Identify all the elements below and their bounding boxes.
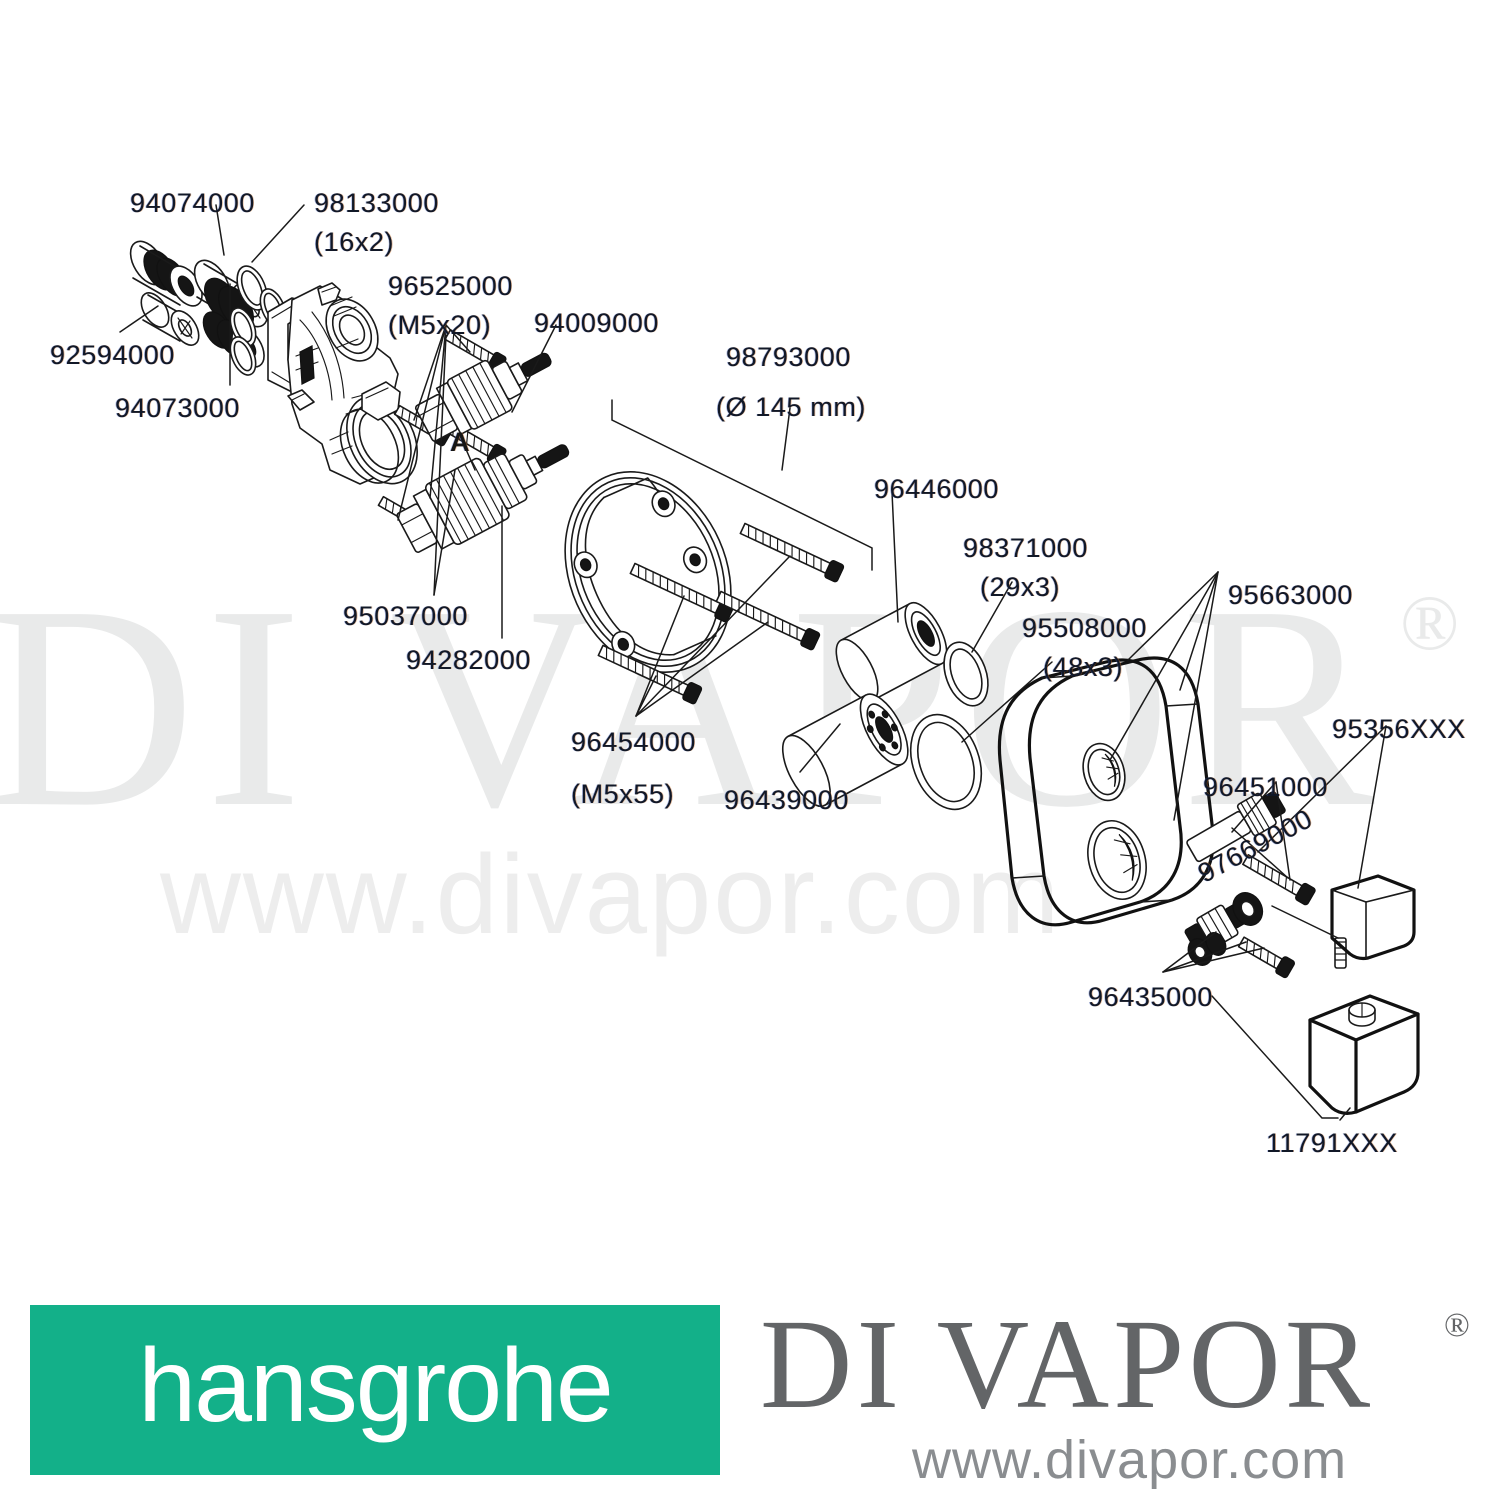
part-label-16x2: (16x2) bbox=[314, 227, 395, 257]
part-label-96446000: 96446000 bbox=[874, 474, 999, 504]
part-label-29x3: (29x3) bbox=[980, 572, 1061, 602]
hansgrohe-logo-text: hansgrohe bbox=[138, 1328, 614, 1444]
part-96435000-screw bbox=[1237, 936, 1295, 979]
part-label-98371000: 98371000 bbox=[963, 533, 1088, 563]
part-label-95356xxx: 95356XXX bbox=[1332, 714, 1466, 744]
part-label-a: A bbox=[450, 427, 471, 457]
watermark-registered-icon: ® bbox=[1400, 579, 1460, 666]
part-label-94073000: 94073000 bbox=[115, 393, 240, 423]
part-label-98793000: 98793000 bbox=[726, 342, 851, 372]
watermark-url: www.divapor.com bbox=[160, 832, 1062, 957]
hansgrohe-logo: hansgrohe bbox=[30, 1305, 720, 1475]
part-95356xxx-cap bbox=[1330, 874, 1416, 961]
part-96454000-long-screws bbox=[597, 522, 845, 705]
part-92594000-filter bbox=[140, 292, 200, 346]
part-label-96454000: 96454000 bbox=[571, 727, 696, 757]
part-label-96451000: 96451000 bbox=[1203, 772, 1328, 802]
part-96439000-sleeve bbox=[781, 693, 909, 807]
footer-branding-bar: hansgrohe DI VAPOR ® www.divapor.com bbox=[0, 1285, 1500, 1500]
part-label-95663000: 95663000 bbox=[1228, 580, 1353, 610]
part-label-96525000: 96525000 bbox=[388, 271, 513, 301]
divapor-logo-text: DI VAPOR bbox=[760, 1293, 1375, 1435]
part-95508000-oring bbox=[909, 713, 983, 811]
part-11791xxx-handle bbox=[1308, 994, 1420, 1115]
part-label-94074000: 94074000 bbox=[130, 188, 255, 218]
leader-lines bbox=[119, 204, 1387, 1121]
part-label-145mm: (Ø 145 mm) bbox=[716, 392, 867, 422]
part-label-98133000: 98133000 bbox=[314, 188, 439, 218]
part-label-m5x55: (M5x55) bbox=[571, 779, 675, 809]
part-96451000-screw-upper bbox=[1242, 854, 1316, 906]
part-95356xxx-grubscrew bbox=[1334, 937, 1347, 969]
part-label-96435000: 96435000 bbox=[1088, 982, 1213, 1012]
part-96446000-sleeve bbox=[835, 601, 948, 702]
part-98371000-oring bbox=[943, 641, 989, 707]
part-label-48x3: (48x3) bbox=[1043, 652, 1124, 682]
divapor-url: www.divapor.com bbox=[912, 1430, 1348, 1490]
part-95663000-escutcheon bbox=[997, 656, 1215, 927]
part-94074000-checkvalve-upper bbox=[129, 240, 203, 307]
part-label-m5x20: (M5x20) bbox=[388, 310, 492, 340]
part-valve-body bbox=[267, 282, 418, 485]
part-label-11791xxx: 11791XXX bbox=[1266, 1128, 1398, 1158]
part-label-95037000: 95037000 bbox=[343, 601, 468, 631]
part-96435000-insert bbox=[1184, 892, 1264, 966]
divapor-logo: DI VAPOR ® www.divapor.com bbox=[760, 1291, 1480, 1491]
part-label-92594000: 92594000 bbox=[50, 340, 175, 370]
part-label-94009000: 94009000 bbox=[534, 308, 659, 338]
part-label-94282000: 94282000 bbox=[406, 645, 531, 675]
registered-trademark-icon: ® bbox=[1444, 1307, 1470, 1344]
part-94282000-thermostatic-cartridge bbox=[396, 444, 570, 553]
part-label-96439000: 96439000 bbox=[724, 785, 849, 815]
part-label-95508000: 95508000 bbox=[1022, 613, 1147, 643]
